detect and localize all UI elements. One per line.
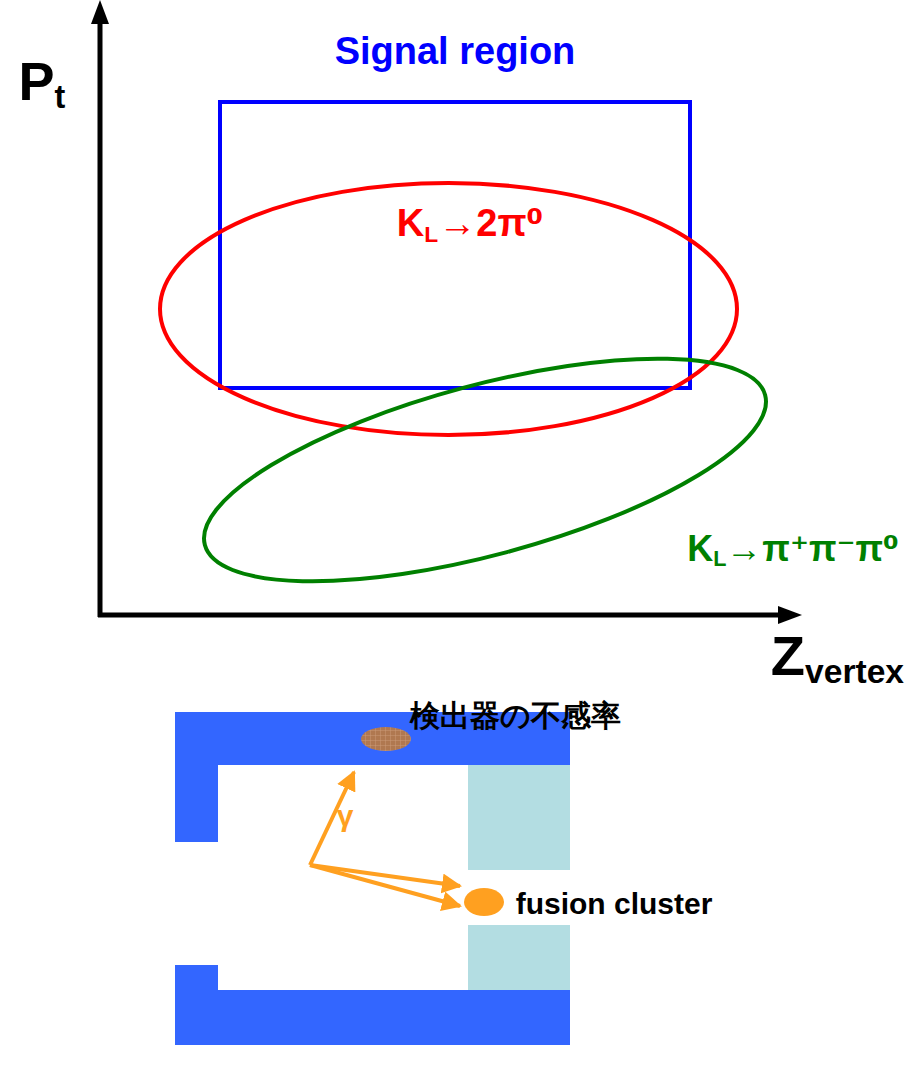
photon-arrow: [310, 772, 354, 865]
x-axis: [98, 613, 780, 618]
detector: [175, 712, 570, 1045]
ellipse-outline: [183, 313, 787, 627]
axis-label: Zvertex: [771, 625, 904, 691]
ellipse-outline: [160, 183, 737, 435]
photon-arrow: [310, 865, 460, 886]
node-label: KL→2π⁰: [397, 203, 543, 247]
y-axis: [98, 20, 103, 617]
inefficiency-spot: [361, 727, 411, 751]
node-label: KL→π⁺π⁻π⁰: [687, 529, 899, 571]
node-outline: [220, 102, 690, 388]
detector-upstream-wall: [175, 712, 218, 842]
annotation: 検出器の不感率: [410, 699, 621, 732]
calorimeter: [468, 925, 570, 990]
axis-label: Pt: [19, 52, 66, 116]
photon-label: γ: [337, 799, 354, 832]
decay-region-ellipse: KL→π⁺π⁻π⁰: [195, 360, 775, 580]
axes: [91, 0, 802, 624]
photon-arrow: [310, 865, 460, 906]
fusion-cluster-spot: [464, 888, 504, 916]
calorimeter: [468, 765, 570, 870]
detector-bottom-wall: [175, 990, 570, 1045]
y-arrowhead: [91, 0, 109, 24]
node-label: Signal region: [335, 31, 576, 73]
annotation: fusion cluster: [516, 887, 713, 920]
region-outline: [220, 102, 690, 388]
x-arrowhead: [778, 606, 802, 624]
detector-upstream-wall: [175, 965, 218, 1045]
decay-region-ellipse: KL→2π⁰: [160, 183, 737, 435]
signal-region-box: Signal region: [220, 102, 690, 388]
